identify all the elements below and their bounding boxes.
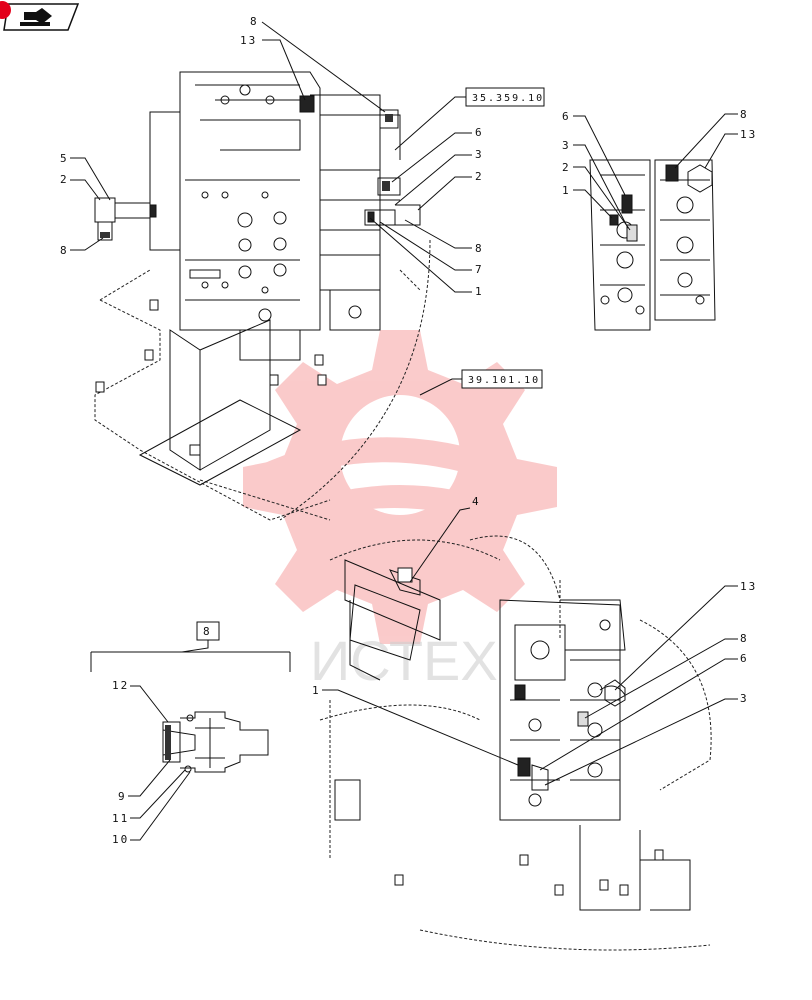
lower-assembly: [319, 535, 712, 951]
callout-10: 10: [112, 833, 129, 846]
callout-1-mid: 1: [475, 285, 484, 298]
left-elbow-fitting: [94, 197, 157, 241]
callout-6-right: 6: [562, 110, 571, 123]
detail-key-text: 8: [203, 625, 212, 638]
callout-8-left: 8: [60, 244, 69, 257]
callout-1-bottom: 1: [312, 684, 321, 697]
callout-7-mid: 7: [475, 263, 484, 276]
red-badge: [0, 1, 11, 19]
nav-button[interactable]: [0, 1, 80, 31]
callout-2-left: 2: [60, 173, 69, 186]
ref-a-text: 35.359.10: [472, 93, 544, 104]
callout-5-left: 5: [60, 152, 69, 165]
callouts-right: 6 3 2 1 8 13: [562, 108, 757, 231]
watermark-swoosh: [250, 437, 510, 490]
watermark-swoosh-2: [280, 485, 520, 528]
callout-8-top: 8: [250, 15, 259, 28]
callout-13-bottom: 13: [740, 580, 757, 593]
callout-8-right: 8: [740, 108, 749, 121]
watermark-gear-icon: [243, 330, 557, 644]
callout-8-mid: 8: [475, 242, 484, 255]
callout-3-mid: 3: [475, 148, 484, 161]
detail-8-inset: 8: [90, 621, 291, 773]
callouts-detail: 12 9 11 10: [112, 679, 191, 846]
callout-1-right: 1: [562, 184, 571, 197]
callout-6-bottom: 6: [740, 652, 749, 665]
right-fittings: [364, 109, 421, 226]
hand-arrow-icon: [20, 8, 52, 26]
callout-8-bottom: 8: [740, 632, 749, 645]
callout-13-top: 13: [240, 34, 257, 47]
callout-9: 9: [118, 790, 127, 803]
callout-4: 4: [472, 495, 481, 508]
callouts-lower: 4 13 8 6 3 1: [312, 495, 757, 786]
watermark-gear: [243, 330, 557, 644]
callout-3-right: 3: [562, 139, 571, 152]
callout-6-mid: 6: [475, 126, 484, 139]
callouts-main: 8 13 6 3 2 8 7 1 5 2 8 35.359.10 39.101.…: [60, 15, 545, 396]
callout-2-mid: 2: [475, 170, 484, 183]
callout-2-right: 2: [562, 161, 571, 174]
callout-3-bottom: 3: [740, 692, 749, 705]
ref-b-text: 39.101.10: [468, 375, 540, 386]
main-valve-assembly: [94, 71, 431, 521]
right-detail-view: [589, 159, 716, 331]
callout-12: 12: [112, 679, 129, 692]
watermark-text: ИСТЕХ: [310, 629, 498, 692]
callout-11: 11: [112, 812, 129, 825]
callout-13-right: 13: [740, 128, 757, 141]
